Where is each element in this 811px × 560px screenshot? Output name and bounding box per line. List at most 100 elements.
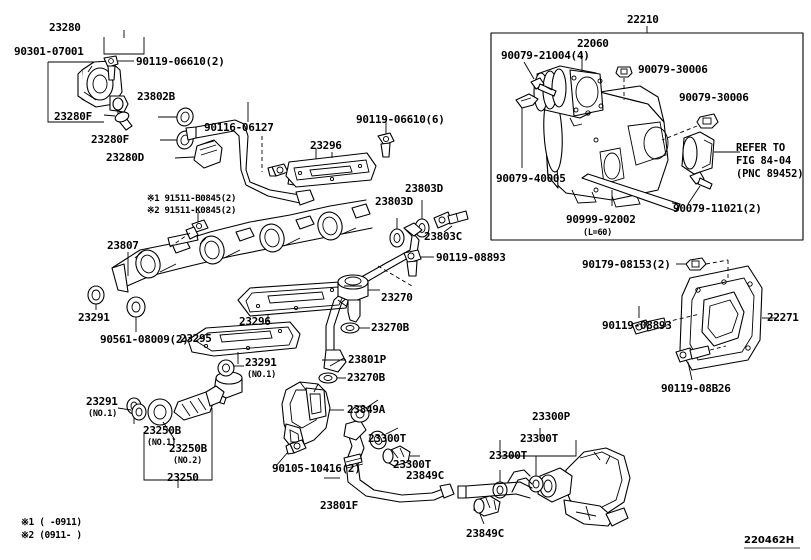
diagram-id-code: 220462H bbox=[744, 535, 795, 546]
label-23270B-b: 23270B bbox=[347, 371, 385, 384]
label-23280D: 23280D bbox=[106, 151, 144, 164]
gasket-23296-mid bbox=[237, 281, 351, 317]
fuel-rail-23807 bbox=[111, 199, 373, 293]
label-23250B-no2: 23250B bbox=[169, 442, 207, 455]
refer-to-line3: (PNC 89452) bbox=[736, 168, 804, 180]
label-23295: 23295 bbox=[180, 332, 212, 345]
label-23250B-no1: 23250B bbox=[143, 424, 181, 437]
refer-to-line2: FIG 84-04 bbox=[736, 155, 792, 167]
label-23280F-a: 23280F bbox=[54, 110, 92, 123]
label-90079-21004-4: 90079-21004(4) bbox=[501, 49, 590, 62]
label-90119-06610-6: 90119-06610(6) bbox=[356, 113, 445, 126]
label-90079-40005: 90079-40005 bbox=[496, 172, 566, 185]
label-23280F-b: 23280F bbox=[91, 133, 129, 146]
pipe-23801P bbox=[323, 222, 423, 373]
label-90119-08893-r: 90119-08893 bbox=[602, 319, 672, 332]
gasket-22271 bbox=[679, 265, 763, 371]
nut-90079-30006-top bbox=[615, 66, 633, 78]
bolt-90105-10416 bbox=[285, 439, 307, 455]
label-90079-30006-a: 90079-30006 bbox=[638, 63, 708, 76]
label-90999-92002: 90999-92002 bbox=[566, 213, 636, 226]
bolt-91511 bbox=[185, 219, 209, 240]
fuel-filter-23300P bbox=[537, 447, 631, 527]
oring-23803D-a bbox=[389, 228, 405, 248]
label-23296-mid: 23296 bbox=[239, 315, 271, 328]
label-90079-11021-2: 90079-11021(2) bbox=[673, 202, 762, 215]
label-90561-08009-2: 90561-08009(2) bbox=[100, 333, 189, 346]
sensor-89452 bbox=[681, 131, 715, 175]
label-23291-no1-top: 23291 bbox=[245, 356, 277, 369]
throttle-body-art bbox=[533, 65, 669, 208]
note-variant-1: ※1 91511-B0845(2) bbox=[147, 194, 237, 204]
bolt-90119-08B26 bbox=[675, 345, 711, 363]
label-23296-top: 23296 bbox=[310, 139, 342, 152]
footnote-2: ※2 (0911- ) bbox=[21, 530, 82, 541]
label-90179-08153-2: 90179-08153(2) bbox=[582, 258, 671, 271]
oring-23291-no1-top bbox=[217, 359, 235, 377]
label-23270B-a: 23270B bbox=[371, 321, 409, 334]
label-22060: 22060 bbox=[577, 37, 609, 50]
bolt-90119-06610-6 bbox=[377, 132, 395, 158]
label-23300P: 23300P bbox=[532, 410, 570, 423]
bolt-90119-08893-mid bbox=[403, 249, 422, 277]
refer-to-line1: REFER TO bbox=[736, 142, 785, 154]
label-23250: 23250 bbox=[167, 471, 199, 484]
label-90116-06127: 90116-06127 bbox=[204, 121, 274, 134]
label-23300T-b: 23300T bbox=[393, 458, 431, 471]
label-22271: 22271 bbox=[767, 311, 799, 324]
washer-23270B-a bbox=[340, 322, 360, 334]
bolt-90119-06610-2 bbox=[103, 55, 119, 81]
clip-90079-40005 bbox=[515, 93, 539, 109]
bolt-90119-08893-right bbox=[631, 317, 667, 335]
nut-23291-left bbox=[131, 403, 147, 421]
insulator-23295 bbox=[187, 321, 301, 357]
label-23300T-a: 23300T bbox=[368, 432, 406, 445]
label-23270: 23270 bbox=[381, 291, 413, 304]
label-90119-08B26: 90119-08B26 bbox=[661, 382, 731, 395]
label-23291-no1-left: 23291 bbox=[86, 395, 118, 408]
bolt-90116-06127 bbox=[267, 163, 289, 177]
label-23849C-bot: 23849C bbox=[466, 527, 504, 540]
label-90301-07001: 90301-07001 bbox=[14, 45, 84, 58]
rod-90999-92002 bbox=[581, 173, 681, 212]
washer-23300T-d bbox=[528, 475, 544, 493]
label-23849A: 23849A bbox=[347, 403, 385, 416]
bracket-23849A bbox=[281, 381, 331, 449]
label-23801F: 23801F bbox=[320, 499, 358, 512]
washer-23300T-a bbox=[350, 405, 370, 423]
label-23291-no1-top-sub: (NO.1) bbox=[247, 370, 276, 380]
label-23300T-d: 23300T bbox=[489, 449, 527, 462]
clamp-23849C-bot bbox=[473, 495, 501, 517]
label-23801P: 23801P bbox=[348, 353, 386, 366]
pipe-bottom bbox=[457, 469, 533, 499]
label-23291-rail: 23291 bbox=[78, 311, 110, 324]
valve-23270 bbox=[337, 274, 369, 323]
label-90105-10416-2: 90105-10416(2) bbox=[272, 462, 361, 475]
grommet-90561-08009 bbox=[126, 296, 146, 318]
fitting-23280D bbox=[193, 139, 223, 169]
label-23250B-no2-sub: (NO.2) bbox=[173, 456, 202, 466]
label-23807: 23807 bbox=[107, 239, 139, 252]
label-23803C: 23803C bbox=[424, 230, 462, 243]
injector-23250 bbox=[173, 371, 243, 421]
label-23250B-no1-sub: (NO.1) bbox=[147, 438, 176, 448]
label-23280: 23280 bbox=[49, 21, 81, 34]
label-23300T-c: 23300T bbox=[520, 432, 558, 445]
washer-23300T-b bbox=[369, 430, 387, 450]
label-23849C-mid: 23849C bbox=[406, 469, 444, 482]
gasket-23296-top bbox=[285, 152, 377, 188]
label-90079-30006-b: 90079-30006 bbox=[679, 91, 749, 104]
label-23291-no1-left-sub: (NO.1) bbox=[88, 409, 117, 419]
label-23803D-a: 23803D bbox=[375, 195, 413, 208]
label-90999-92002-sub: (L=60) bbox=[583, 228, 612, 238]
label-23803D-b: 23803D bbox=[405, 182, 443, 195]
label-90119-06610-2: 90119-06610(2) bbox=[136, 55, 225, 68]
footnote-1: ※1 ( -0911) bbox=[21, 517, 82, 528]
washer-23270B-b bbox=[318, 372, 338, 384]
oring-23250B-no2 bbox=[147, 398, 173, 426]
bolt-90079-21004 bbox=[530, 77, 557, 97]
oring-23280F-a bbox=[176, 107, 194, 127]
note-variant-2: ※2 91511-K0845(2) bbox=[147, 206, 237, 216]
label-22210: 22210 bbox=[627, 13, 659, 26]
